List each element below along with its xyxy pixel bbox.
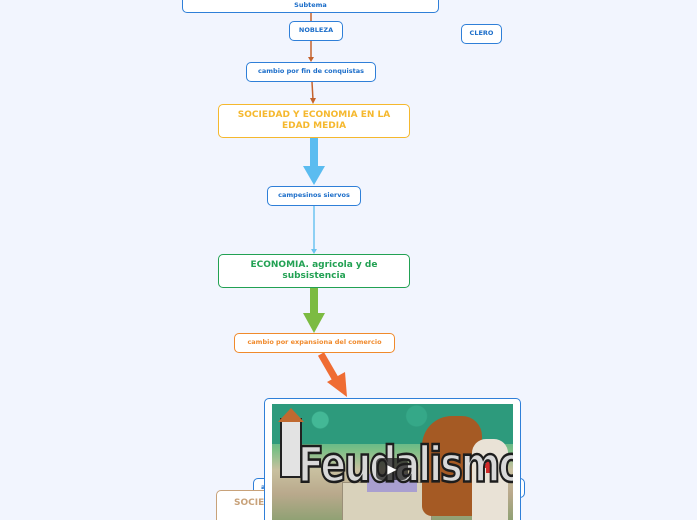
node-sociedad-economia[interactable]: SOCIEDAD Y ECONOMIA EN LA EDAD MEDIA <box>218 104 410 138</box>
knight-figure <box>472 439 508 520</box>
play-icon: ▶ <box>387 462 397 476</box>
node-clero-label: CLERO <box>469 29 494 38</box>
node-sociedad-economia-label: SOCIEDAD Y ECONOMIA EN LA EDAD MEDIA <box>237 110 391 131</box>
node-nobleza[interactable]: NOBLEZA <box>289 21 343 41</box>
node-clero[interactable]: CLERO <box>461 24 502 44</box>
play-button[interactable]: ▶ <box>376 458 408 480</box>
node-cambio-conquistas-label: cambio por fin de conquistas <box>258 67 364 76</box>
video-thumbnail[interactable]: Feudalismo ▶ <box>272 404 513 520</box>
knight-cross-bar <box>481 464 495 468</box>
node-economia[interactable]: ECONOMIA. agricola y de subsistencia <box>218 254 410 288</box>
node-cambio-conquistas[interactable]: cambio por fin de conquistas <box>246 62 376 82</box>
node-cambio-comercio-label: cambio por expansiona del comercio <box>247 338 382 347</box>
node-campesinos-label: campesinos siervos <box>278 191 350 200</box>
node-campesinos[interactable]: campesinos siervos <box>267 186 361 206</box>
node-subtema-label: Subtema <box>294 0 327 9</box>
node-nobleza-label: NOBLEZA <box>298 26 334 35</box>
node-subtema[interactable]: Subtema <box>182 0 439 13</box>
node-sociedad-partial-label: SOCIED <box>234 498 272 508</box>
node-cambio-comercio[interactable]: cambio por expansiona del comercio <box>234 333 395 353</box>
node-economia-label: ECONOMIA. agricola y de subsistencia <box>250 260 378 281</box>
